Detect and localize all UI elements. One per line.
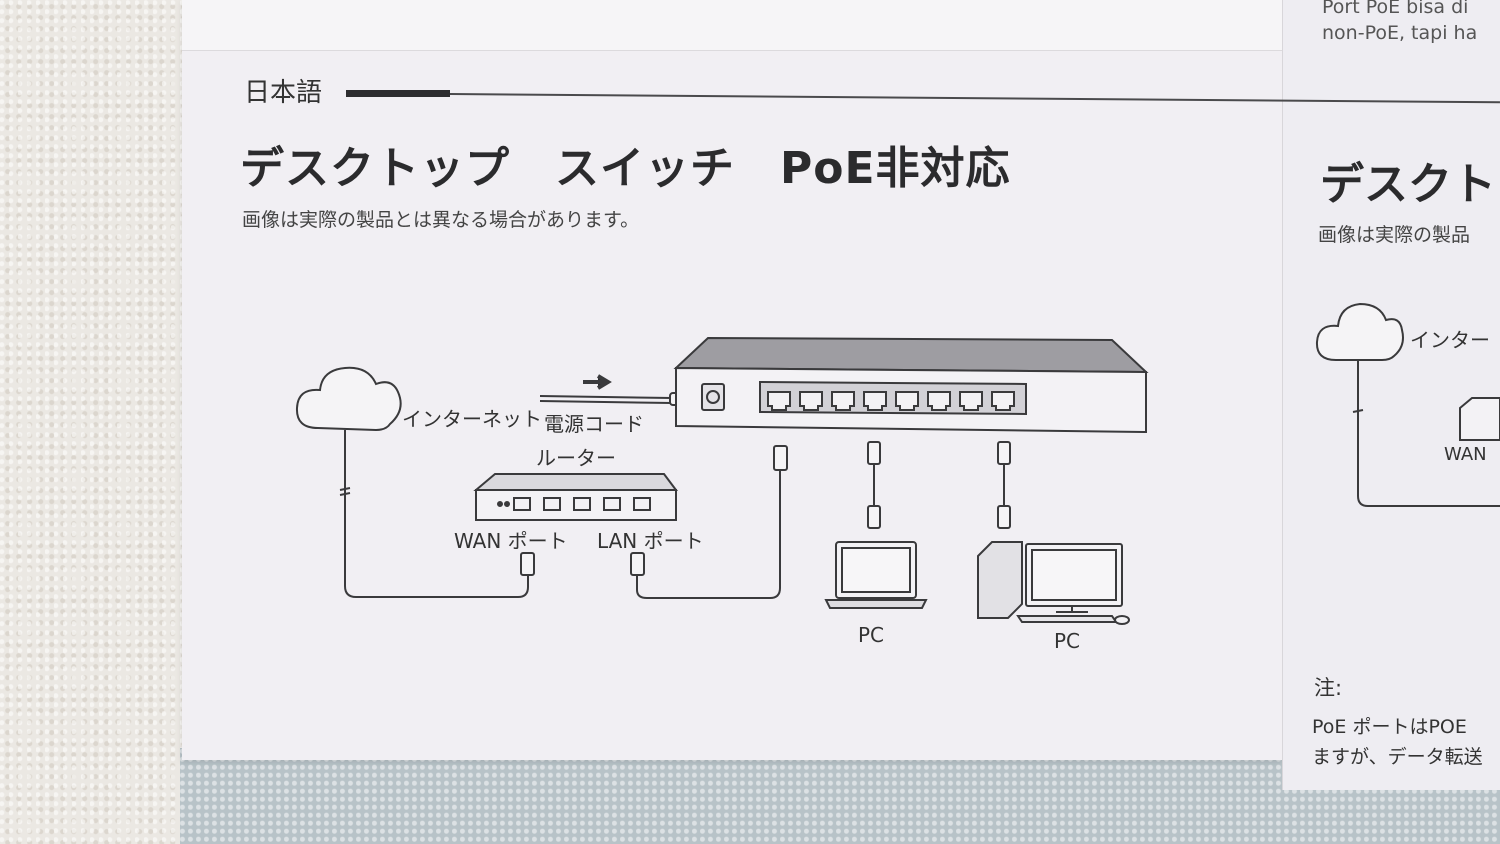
power-cord (540, 396, 672, 398)
cable-break-mark-2 (340, 493, 350, 495)
internet-label: インターネット (402, 403, 542, 432)
switch-icon (676, 338, 1146, 432)
next-wan-label: WAN (1444, 444, 1487, 465)
note-line-1: PoE ポートはPOE (1312, 712, 1483, 742)
next-router-icon (1460, 398, 1500, 440)
laptop-pc-label: PC (858, 623, 884, 647)
switch-uplink-plug-icon (774, 446, 787, 470)
power-cord-label: 電源コード (544, 408, 644, 437)
desktop-pc-icon (978, 542, 1129, 624)
desktop-cable-plug-icon (998, 442, 1010, 464)
desktop-pc-label: PC (1054, 629, 1080, 653)
laptop-cable-plug-icon (868, 442, 880, 464)
lan-port-label: LAN ポート (597, 525, 704, 554)
power-arrow-icon (583, 376, 608, 388)
router-icon (476, 474, 676, 520)
cable-break-mark (340, 488, 350, 490)
cloud-icon (297, 368, 401, 430)
wan-port-label: WAN ポート (454, 525, 568, 554)
note-line-2: ますが、データ転送 (1312, 742, 1483, 772)
router-label: ルーター (536, 442, 616, 471)
wan-plug-icon (521, 553, 534, 575)
note-heading: 注: (1314, 672, 1342, 702)
next-cloud-icon (1317, 304, 1403, 360)
laptop-icon (826, 542, 926, 608)
lan-plug-icon (631, 553, 644, 575)
next-internet-label: インター (1410, 324, 1490, 353)
note-text: PoE ポートはPOE ますが、データ転送 (1312, 712, 1483, 772)
